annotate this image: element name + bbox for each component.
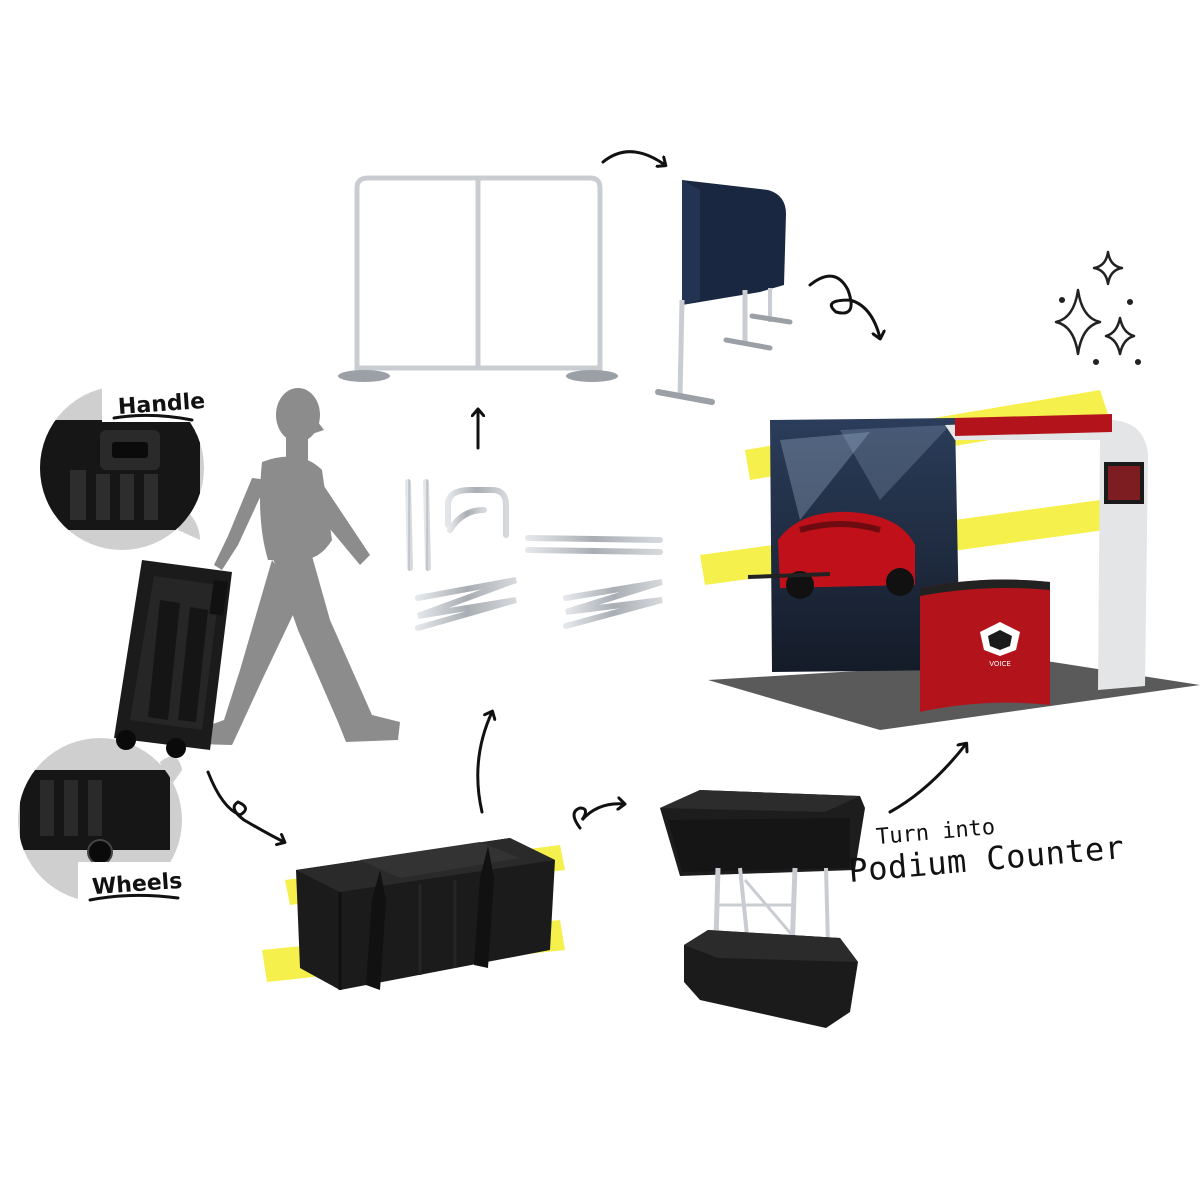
arrow-counter-to-booth bbox=[888, 744, 966, 814]
wheels-callout bbox=[18, 738, 182, 904]
counter-logo-text: VOICE bbox=[989, 660, 1011, 668]
arrow-walk-to-case bbox=[206, 770, 284, 842]
rolling-case-upright bbox=[114, 560, 232, 758]
finished-exhibition-booth: VOICE bbox=[708, 414, 1200, 730]
sparkle-icon bbox=[1054, 250, 1142, 366]
frame-feet bbox=[338, 370, 618, 382]
arrow-cover-to-booth bbox=[808, 274, 880, 338]
arrow-case-to-counter bbox=[572, 804, 624, 830]
walking-person-silhouette bbox=[196, 388, 400, 745]
podium-counter bbox=[660, 790, 865, 1028]
arrow-case-to-poles bbox=[476, 712, 492, 814]
arrow-frame-to-cover bbox=[601, 150, 665, 165]
assembled-frame-uncovered bbox=[354, 175, 603, 373]
counter-logo bbox=[980, 622, 1020, 656]
handle-underline bbox=[112, 413, 194, 422]
red-sports-car bbox=[778, 511, 915, 588]
booth-arch-wall bbox=[945, 420, 1148, 690]
disassembled-poles bbox=[405, 473, 668, 663]
wheels-underline bbox=[88, 893, 180, 902]
arrow-icon bbox=[206, 150, 966, 842]
frame-with-fabric-cover bbox=[655, 180, 793, 405]
flat-carrying-case bbox=[296, 838, 555, 990]
handle-callout bbox=[40, 384, 204, 550]
